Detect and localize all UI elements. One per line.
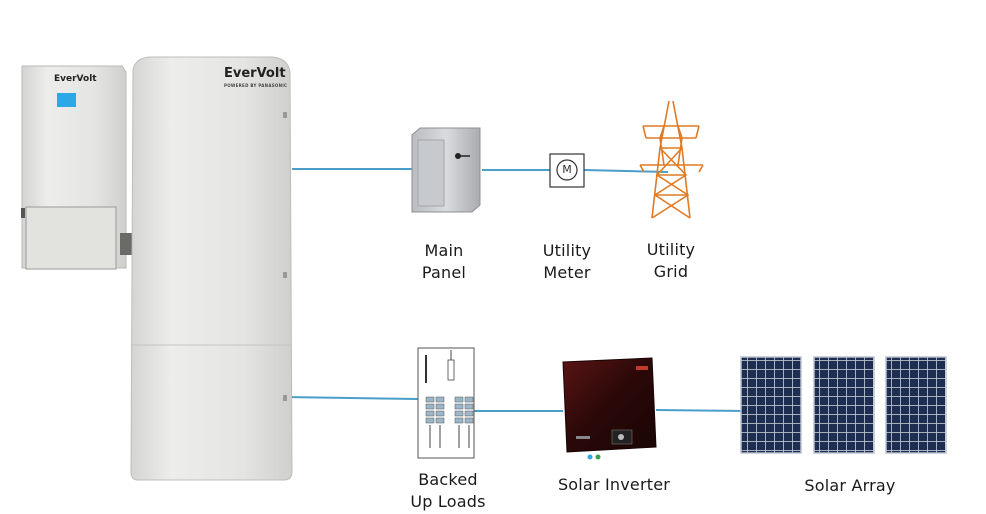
label-utility-grid: Utility Grid bbox=[646, 240, 696, 281]
line-meter-to-grid bbox=[583, 169, 669, 173]
transmission-tower-icon bbox=[639, 100, 704, 219]
label-backed-up-loads: Backed Up Loads bbox=[410, 470, 486, 511]
solar-inverter-icon bbox=[562, 357, 657, 460]
meter-symbol: M bbox=[562, 163, 572, 176]
label-solar-inverter: Solar Inverter bbox=[557, 475, 671, 494]
connection-lines bbox=[284, 168, 745, 412]
label-utility-meter: Utility Meter bbox=[542, 241, 592, 282]
brand-logo-small: EverVolt bbox=[54, 74, 97, 84]
solar-array-icon bbox=[740, 356, 947, 454]
brand-logo-large: EverVolt bbox=[224, 66, 286, 81]
brand-tagline: POWERED BY PANASONIC bbox=[224, 83, 288, 88]
label-solar-array: Solar Array bbox=[804, 476, 896, 495]
label-main-panel: Main Panel bbox=[421, 241, 467, 282]
display-screen bbox=[57, 93, 76, 107]
utility-meter-icon bbox=[549, 153, 585, 188]
line-battery-to-loads bbox=[284, 396, 419, 400]
evervolt-battery-cabinet bbox=[130, 56, 293, 481]
evervolt-inverter-unit bbox=[21, 65, 132, 270]
main-panel-icon bbox=[411, 127, 481, 213]
load-panel-icon bbox=[417, 347, 475, 459]
line-inverter-to-array bbox=[655, 409, 745, 412]
